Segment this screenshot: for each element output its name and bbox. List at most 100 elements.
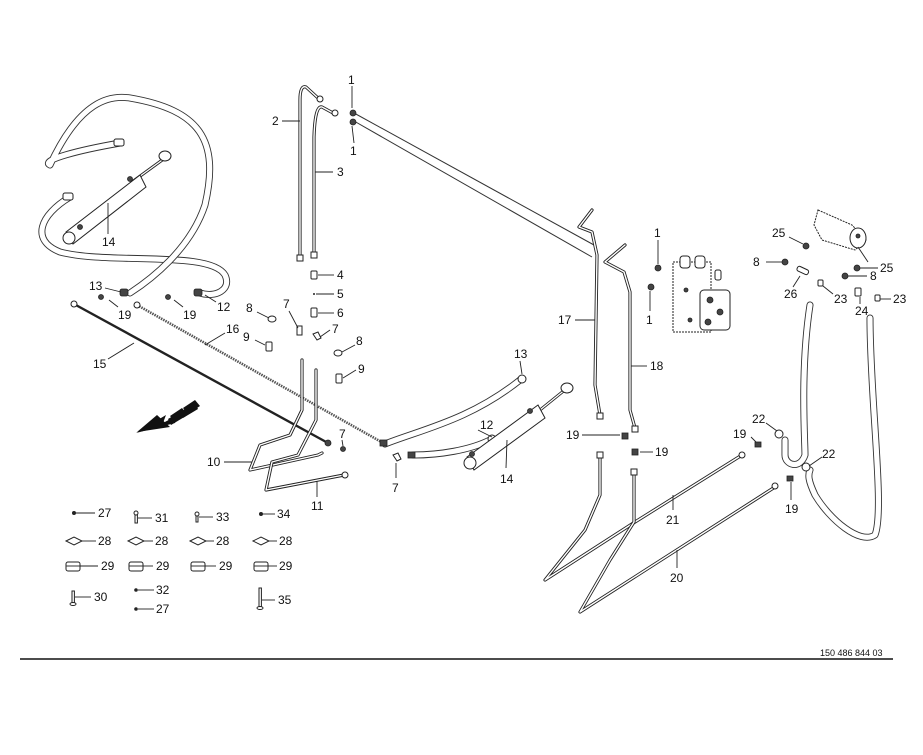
- callout-9: 9: [358, 362, 365, 376]
- callout-8: 8: [753, 255, 760, 269]
- callout-2: 2: [272, 114, 279, 128]
- callout-19: 19: [733, 427, 747, 441]
- pipe-3: [310, 105, 339, 259]
- legend-item-29: 29: [253, 559, 293, 573]
- hardware-legend: 27 31 33 34 28: [64, 506, 293, 616]
- callout-23: 23: [893, 292, 907, 306]
- callout-1: 1: [350, 144, 357, 158]
- legend-item-28: 28: [251, 534, 293, 548]
- fitting-25: [853, 264, 861, 272]
- pipe-11: [264, 368, 349, 492]
- callout-1: 1: [646, 313, 653, 327]
- nut-19: [98, 294, 104, 300]
- callout-19: 19: [655, 445, 669, 459]
- callout-19: 19: [183, 308, 197, 322]
- callout-23: 23: [834, 292, 848, 306]
- fitting-26: [796, 265, 810, 276]
- clamp-plate-icon: [188, 536, 208, 546]
- callout-25: 25: [880, 261, 894, 275]
- callout-4: 4: [337, 268, 344, 282]
- nut-19: [631, 448, 639, 456]
- travel-direction-arrow: [136, 400, 200, 433]
- pipe-16: [133, 301, 386, 446]
- fitting-7: [392, 452, 402, 462]
- svg-text:28: 28: [279, 534, 293, 548]
- legend-item-27: 27: [72, 506, 112, 520]
- nut-19: [754, 441, 762, 448]
- pipe-17: [577, 208, 604, 420]
- legend-item-32: 32: [134, 583, 170, 597]
- clamp-block-icon: [253, 561, 269, 572]
- hose-right-outer: [801, 314, 882, 541]
- hose-right-inner: [774, 301, 814, 468]
- svg-text:28: 28: [98, 534, 112, 548]
- svg-text:31: 31: [155, 511, 169, 525]
- small-nut-icon: [134, 607, 138, 611]
- hydraulic-motor: [813, 209, 867, 251]
- small-nut-icon: [259, 512, 263, 516]
- svg-text:29: 29: [219, 559, 233, 573]
- callout-3: 3: [337, 165, 344, 179]
- callout-25: 25: [772, 226, 786, 240]
- callout-6: 6: [337, 306, 344, 320]
- callout-19: 19: [118, 308, 132, 322]
- svg-text:28: 28: [155, 534, 169, 548]
- svg-text:27: 27: [98, 506, 112, 520]
- clamp-block-icon: [190, 561, 206, 572]
- legend-item-28: 28: [126, 534, 169, 548]
- legend-item-33: 33: [194, 510, 230, 524]
- fitting-23: [817, 279, 824, 287]
- callout-7: 7: [339, 427, 346, 441]
- callout-17: 17: [558, 313, 572, 327]
- hose-fitting: [62, 192, 74, 201]
- svg-text:33: 33: [216, 510, 230, 524]
- svg-text:34: 34: [277, 507, 291, 521]
- legend-item-28: 28: [64, 534, 112, 548]
- clamp-plate-icon: [251, 536, 271, 546]
- long-twin-pipe: [349, 109, 595, 258]
- callout-16: 16: [226, 322, 240, 336]
- fitting-column: [265, 270, 343, 384]
- legend-item-35: 35: [256, 587, 292, 610]
- nut-1: [647, 283, 655, 291]
- callout-1: 1: [654, 226, 661, 240]
- nut-1: [654, 264, 662, 272]
- pipe-10: [248, 358, 324, 472]
- callout-7: 7: [392, 481, 399, 495]
- svg-text:32: 32: [156, 583, 170, 597]
- callout-13: 13: [89, 279, 103, 293]
- svg-text:27: 27: [156, 602, 170, 616]
- clamp-plate-icon: [126, 536, 146, 546]
- small-nut-icon: [72, 511, 76, 515]
- callouts: 1 1 2 3 4 5 6 7 7 7 7 8 8 8 8 9: [89, 73, 907, 585]
- callout-12: 12: [217, 300, 231, 314]
- fitting-8: [781, 258, 789, 266]
- pipe-21: [543, 451, 746, 582]
- fitting-25: [802, 242, 810, 250]
- control-valve-block: [672, 255, 731, 333]
- callout-22: 22: [752, 412, 766, 426]
- svg-text:28: 28: [216, 534, 230, 548]
- small-nut-icon: [134, 588, 138, 592]
- drawing-number: 150 486 844 03: [820, 648, 883, 658]
- hose-end-fitting: [193, 288, 203, 297]
- pipe-15: [70, 300, 332, 447]
- svg-text:35: 35: [278, 593, 292, 607]
- callout-22: 22: [822, 447, 836, 461]
- pipe-2: [296, 85, 324, 262]
- hose-fitting: [113, 138, 125, 147]
- clamp-block-icon: [128, 561, 144, 572]
- callout-24: 24: [855, 304, 869, 318]
- fitting-24: [854, 287, 862, 297]
- callout-18: 18: [650, 359, 664, 373]
- callout-15: 15: [93, 357, 107, 371]
- clamp-plate-icon: [64, 536, 84, 546]
- svg-text:29: 29: [101, 559, 115, 573]
- pipe-18: [603, 243, 639, 433]
- svg-text:30: 30: [94, 590, 108, 604]
- callout-20: 20: [670, 571, 684, 585]
- callout-1: 1: [348, 73, 355, 87]
- long-bolt-icon: [256, 587, 264, 610]
- hydraulic-cylinder-left: [62, 150, 172, 245]
- callout-19: 19: [785, 502, 799, 516]
